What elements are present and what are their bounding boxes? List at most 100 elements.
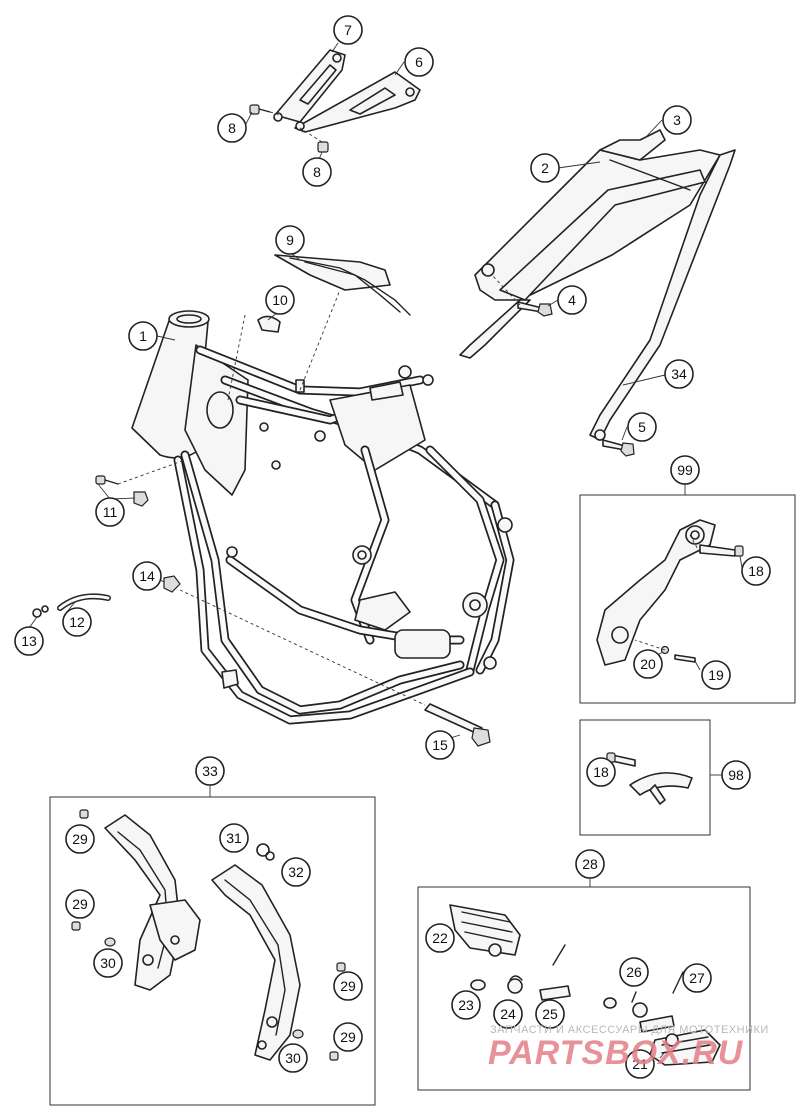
callout-29c: 29: [333, 971, 363, 1001]
bolt-8a: [249, 104, 271, 115]
callout-26: 26: [619, 957, 649, 987]
svg-text:28: 28: [582, 856, 598, 872]
svg-text:23: 23: [458, 997, 474, 1013]
bracket-7: [273, 49, 346, 123]
svg-text:25: 25: [542, 1006, 558, 1022]
svg-text:22: 22: [432, 930, 448, 946]
svg-text:3: 3: [673, 112, 681, 128]
bolt-4: [517, 301, 553, 317]
bolt-8b: [317, 141, 329, 153]
watermark: ЗАПЧАСТИ И АКСЕССУАРЫ ДЛЯ МОТОТЕХНИКИ PA…: [488, 1024, 769, 1072]
svg-text:30: 30: [100, 955, 116, 971]
svg-text:21: 21: [632, 1056, 648, 1072]
bolt-5: [602, 439, 635, 457]
callout-29a: 29: [65, 824, 95, 854]
svg-text:1: 1: [139, 328, 147, 344]
footpeg-hardware: [470, 944, 684, 1033]
svg-text:30: 30: [285, 1050, 301, 1066]
bolt-15: [424, 703, 491, 747]
group-box-33: [49, 796, 376, 1106]
svg-text:10: 10: [272, 292, 288, 308]
svg-text:32: 32: [288, 864, 304, 880]
callout-9: 9: [275, 225, 305, 255]
callout-2: 2: [530, 153, 560, 183]
fasteners-33: [71, 809, 346, 1061]
svg-text:27: 27: [689, 970, 705, 986]
svg-text:99: 99: [677, 462, 693, 478]
callout-31: 31: [219, 823, 249, 853]
callout-28: 28: [575, 849, 605, 879]
callout-23: 23: [451, 990, 481, 1020]
callout-30a: 30: [93, 948, 123, 978]
svg-text:29: 29: [72, 831, 88, 847]
callout-33: 33: [195, 756, 225, 786]
group-box-98: [579, 719, 711, 836]
frame-guard-right: [211, 864, 301, 1061]
footpeg-clip-98: [606, 752, 693, 805]
bolt-11: [95, 475, 149, 507]
callout-20: 20: [633, 649, 663, 679]
svg-text:2: 2: [541, 160, 549, 176]
callout-5: 5: [627, 412, 657, 442]
svg-text:9: 9: [286, 232, 294, 248]
svg-text:29: 29: [340, 978, 356, 994]
svg-text:14: 14: [139, 568, 155, 584]
callout-99: 99: [670, 455, 700, 485]
callout-32: 32: [281, 857, 311, 887]
callout-6: 6: [404, 47, 434, 77]
callout-18a: 18: [741, 556, 771, 586]
callout-15: 15: [425, 730, 455, 760]
callout-14: 14: [132, 561, 162, 591]
callout-11: 11: [95, 497, 125, 527]
callout-8a: 8: [217, 113, 247, 143]
svg-text:8: 8: [228, 120, 236, 136]
subframe: [459, 129, 736, 441]
group-box-28: [417, 886, 751, 1091]
clip-10: [257, 315, 281, 333]
callout-34: 34: [664, 359, 694, 389]
frame-guard-left: [104, 814, 201, 991]
main-frame: [131, 310, 515, 725]
callout-29d: 29: [333, 1022, 363, 1052]
svg-text:13: 13: [21, 633, 37, 649]
callout-19: 19: [701, 660, 731, 690]
svg-text:4: 4: [568, 292, 576, 308]
svg-text:19: 19: [708, 667, 724, 683]
svg-text:24: 24: [500, 1006, 516, 1022]
callout-18b: 18: [586, 757, 616, 787]
callout-24: 24: [493, 999, 523, 1029]
watermark-brand: PARTSBOX.RU: [488, 1034, 744, 1072]
svg-text:29: 29: [72, 896, 88, 912]
hose-12: [57, 593, 111, 611]
callout-13: 13: [14, 626, 44, 656]
callout-4: 4: [557, 285, 587, 315]
callout-25: 25: [535, 999, 565, 1029]
callout-1: 1: [128, 321, 158, 351]
callout-21: 21: [625, 1049, 655, 1079]
callout-22: 22: [425, 923, 455, 953]
callout-27: 27: [682, 963, 712, 993]
assembly-lines: [117, 111, 701, 706]
part-9: [274, 254, 411, 316]
callout-7: 7: [333, 15, 363, 45]
svg-text:33: 33: [202, 763, 218, 779]
svg-text:6: 6: [415, 54, 423, 70]
nut-14: [163, 575, 181, 593]
svg-text:18: 18: [748, 563, 764, 579]
svg-text:20: 20: [640, 656, 656, 672]
svg-text:12: 12: [69, 614, 85, 630]
svg-text:26: 26: [626, 964, 642, 980]
svg-text:8: 8: [313, 164, 321, 180]
svg-text:7: 7: [344, 22, 352, 38]
svg-text:29: 29: [340, 1029, 356, 1045]
clamp-13: [32, 605, 49, 618]
callout-30b: 30: [278, 1043, 308, 1073]
svg-text:15: 15: [432, 737, 448, 753]
svg-text:5: 5: [638, 419, 646, 435]
footpeg-right-21: [649, 1029, 721, 1066]
callout-10: 10: [265, 285, 295, 315]
svg-text:34: 34: [671, 366, 687, 382]
footpeg-bracket-99: [596, 519, 744, 666]
watermark-tagline: ЗАПЧАСТИ И АКСЕССУАРЫ ДЛЯ МОТОТЕХНИКИ: [490, 1024, 769, 1036]
